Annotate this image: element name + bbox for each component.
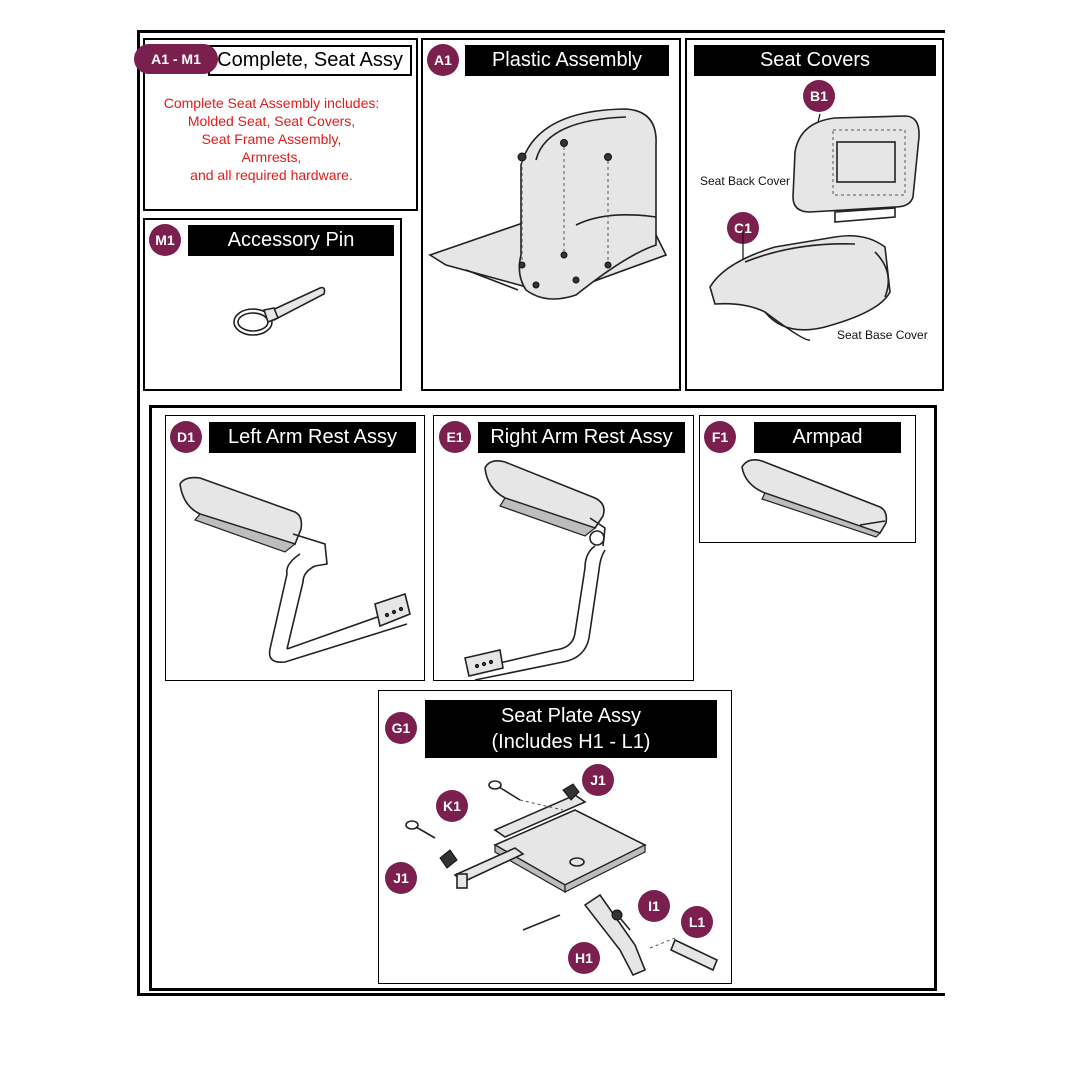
badge-d1: D1 bbox=[170, 421, 202, 453]
right-arm-rest-title: Right Arm Rest Assy bbox=[478, 422, 685, 453]
plastic-assembly-title: Plastic Assembly bbox=[465, 45, 669, 76]
accessory-pin-illustration bbox=[233, 286, 326, 336]
left-arm-rest-title: Left Arm Rest Assy bbox=[209, 422, 416, 453]
callout-i1: I1 bbox=[638, 890, 670, 922]
badge-m1: M1 bbox=[149, 224, 181, 256]
panel-left-arm-rest bbox=[165, 415, 425, 681]
diagram-frame bbox=[137, 30, 945, 996]
badge-g1: G1 bbox=[385, 712, 417, 744]
callout-k1: K1 bbox=[436, 790, 468, 822]
note-line: Complete Seat Assembly includes: bbox=[163, 95, 380, 111]
note-line: Molded Seat, Seat Covers, bbox=[187, 113, 356, 129]
seat-plate-assy-title: Seat Plate Assy (Includes H1 - L1) bbox=[425, 700, 717, 758]
note-line: Seat Frame Assembly, bbox=[201, 131, 342, 147]
badge-e1: E1 bbox=[439, 421, 471, 453]
seat-base-cover-caption: Seat Base Cover bbox=[837, 328, 928, 342]
plastic-seat-illustration bbox=[428, 108, 668, 300]
badge-b1: B1 bbox=[803, 80, 835, 112]
seat-plate-title-line1: Seat Plate Assy bbox=[500, 705, 642, 727]
badge-a1-m1: A1 - M1 bbox=[134, 44, 218, 74]
complete-seat-assy-note: Complete Seat Assembly includes: Molded … bbox=[145, 94, 398, 184]
left-arm-rest-illustration bbox=[179, 476, 411, 664]
accessory-pin-title: Accessory Pin bbox=[188, 225, 394, 256]
armpad-illustration bbox=[741, 459, 888, 538]
seat-plate-illustration bbox=[405, 780, 719, 977]
panel-armpad bbox=[699, 415, 916, 543]
badge-f1: F1 bbox=[704, 421, 736, 453]
panel-right-arm-rest bbox=[433, 415, 694, 681]
seat-plate-title-line2: (Includes H1 - L1) bbox=[491, 731, 651, 753]
armpad-title: Armpad bbox=[754, 422, 901, 453]
note-line: Armrests, bbox=[241, 149, 302, 165]
badge-a1: A1 bbox=[427, 44, 459, 76]
complete-seat-assy-title: Complete, Seat Assy bbox=[208, 45, 412, 76]
seat-back-cover-caption: Seat Back Cover bbox=[700, 174, 791, 188]
callout-j1-left: J1 bbox=[385, 862, 417, 894]
seat-covers-title: Seat Covers bbox=[694, 45, 936, 76]
note-line: and all required hardware. bbox=[190, 167, 353, 183]
seat-covers-illustration bbox=[709, 113, 920, 341]
callout-h1: H1 bbox=[568, 942, 600, 974]
panel-seat-plate-assy bbox=[378, 690, 732, 984]
right-arm-rest-illustration bbox=[464, 460, 606, 681]
callout-j1-top: J1 bbox=[582, 764, 614, 796]
callout-l1: L1 bbox=[681, 906, 713, 938]
